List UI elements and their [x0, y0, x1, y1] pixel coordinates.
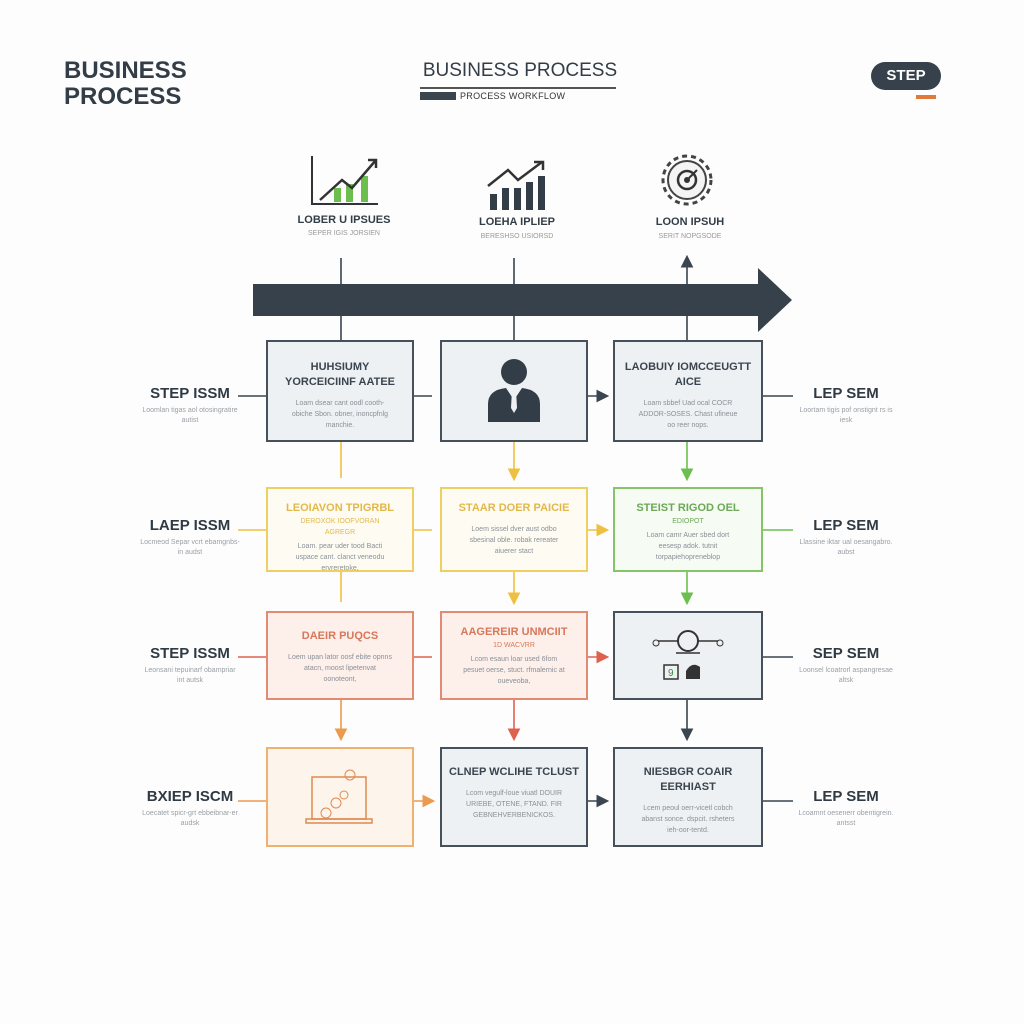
page-subtitle: PROCESS WORKFLOW: [460, 91, 566, 101]
bar-chart-icon: [487, 160, 545, 210]
title-divider: [420, 87, 616, 89]
milestone-label: LOBER U IPSUES: [297, 214, 391, 226]
milestone-sub: BERESHSO USIORSD: [480, 233, 554, 240]
brand-title: BUSINESS PROCESS: [64, 57, 187, 110]
step-badge[interactable]: STEP: [871, 62, 941, 90]
page-title: BUSINESS PROCESS: [422, 60, 618, 81]
title-accent-bar: [420, 92, 456, 100]
milestone-sub: SERIT NOPGSODE: [658, 233, 722, 240]
process-box[interactable]: [266, 747, 414, 847]
badge-accent: [916, 95, 936, 99]
process-box[interactable]: [440, 340, 588, 442]
gear-target-icon: [661, 154, 713, 206]
timeline-arrow: [253, 268, 792, 332]
network-people-icon: 9: [652, 630, 724, 680]
milestone-label: LOEHA IPLIEP: [479, 216, 555, 228]
svg-text:9: 9: [668, 668, 674, 679]
laptop-workflow-icon: [305, 769, 373, 824]
milestone-label: LOON IPSUH: [655, 216, 725, 228]
growth-chart-icon: [311, 156, 378, 205]
person-icon: [488, 359, 540, 422]
milestone-sub: SEPER IGIS JORSIEN: [308, 230, 380, 237]
process-box[interactable]: 9: [613, 611, 763, 700]
